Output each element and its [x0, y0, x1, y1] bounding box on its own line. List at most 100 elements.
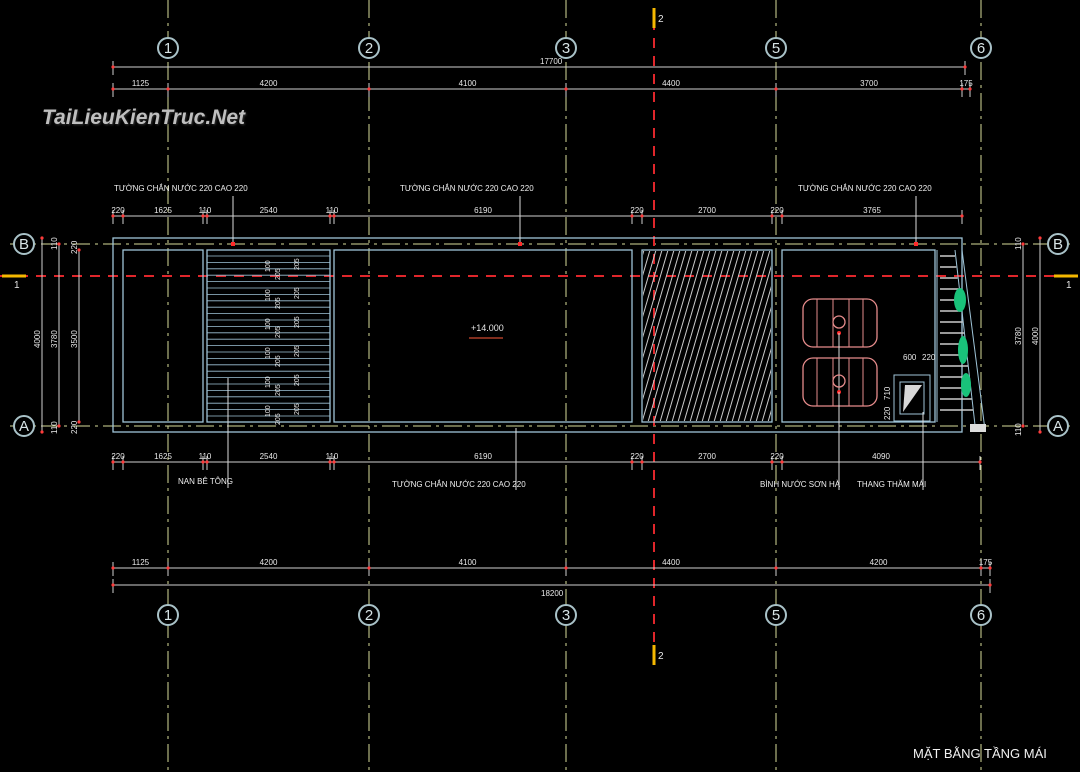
tank-hatch [832, 374, 846, 388]
bottom-grid-dim-2: 4100 [459, 558, 477, 567]
bottom-grid-dim-4: 4200 [870, 558, 888, 567]
slat-dim-205b: 205 [294, 258, 301, 270]
hatched-area [641, 249, 773, 423]
water-tank [802, 357, 878, 490]
slat-dim-205b: 205 [294, 316, 301, 328]
hatch-line [725, 265, 771, 421]
hatch-line [780, 250, 830, 422]
top-room-dim-4: 110 [326, 206, 339, 215]
grid-bubble [765, 604, 787, 626]
slat-dim-205b: 205 [294, 374, 301, 386]
top-room-dim-9: 3765 [863, 206, 881, 215]
grid-bubble [555, 37, 577, 59]
bottom-grid-dim-0: 1125 [132, 558, 150, 567]
bottom-grid-dim-1: 4200 [260, 558, 278, 567]
room-3 [333, 249, 633, 423]
slat-dim-100: 100 [265, 318, 272, 330]
ladder-base [970, 424, 986, 432]
sloped-wall [961, 249, 986, 431]
grid-marker-2: 2 [358, 37, 380, 59]
hatch-line [683, 251, 735, 421]
grid-label: A [19, 418, 29, 435]
elevation-mark: +14.000 [471, 323, 504, 333]
dim-marker [770, 214, 774, 218]
side-dim-left-110: 110 [50, 237, 59, 250]
plant [958, 336, 968, 364]
hatch-line [695, 251, 747, 421]
slat-area [206, 249, 331, 423]
top-room-dim-7: 2700 [698, 206, 716, 215]
bottom-room-dim-9: 4090 [872, 452, 890, 461]
grid-bubble [1047, 415, 1069, 437]
hatch-box-dim-600: 600 [903, 353, 917, 362]
dim-marker [121, 214, 125, 218]
side-dim-right-110b: 110 [1014, 423, 1023, 436]
grid-marker-B: B [13, 233, 35, 255]
slat-dim-205: 205 [275, 268, 282, 280]
leader-dot [518, 242, 522, 246]
section-label-1: 1 [14, 280, 20, 291]
dim-marker [121, 460, 125, 464]
side-dim-left-4000: 4000 [33, 330, 42, 348]
grid-marker-1: 1 [157, 37, 179, 59]
bottom-room-dim-4: 110 [326, 452, 339, 461]
hatch-line [643, 251, 657, 297]
grid-marker-3: 3 [555, 37, 577, 59]
grid-bubble [358, 604, 380, 626]
plant [961, 373, 971, 397]
slat-dimension-texts: 1002052051002052051002052051002052051002… [265, 258, 301, 425]
bottom-overall-dim: 18200 [541, 589, 564, 598]
bottom-room-dim-5: 6190 [474, 452, 492, 461]
drawing-title: MẶT BẰNG TẦNG MÁI [913, 746, 1047, 761]
hatch-line [653, 251, 705, 421]
plant [954, 288, 966, 312]
label-wall-top-1: TƯỜNG CHẮN NƯỚC 220 CAO 220 [114, 184, 248, 193]
grid-bubble [970, 37, 992, 59]
tank-body [802, 298, 878, 348]
side-dim-left-3780: 3780 [50, 330, 59, 348]
dim-marker [963, 65, 967, 69]
dim-marker [1021, 424, 1025, 428]
dim-marker [111, 583, 115, 587]
hatch-box-outer [893, 374, 931, 422]
hatch-line [719, 251, 771, 421]
dim-marker [77, 420, 81, 424]
grid-label: 6 [977, 40, 985, 57]
bottom-room-dim-2: 110 [199, 452, 212, 461]
dim-marker [40, 430, 44, 434]
hatch-pattern [643, 250, 830, 422]
dim-marker [640, 214, 644, 218]
hatch-line [643, 251, 675, 359]
section-label-2: 2 [658, 651, 664, 662]
dim-marker [166, 87, 170, 91]
grid-bubble [970, 604, 992, 626]
grid-label: 3 [562, 40, 570, 57]
dim-marker [774, 566, 778, 570]
leader-dot [231, 242, 235, 246]
bottom-grid-dim-5: 175 [979, 558, 993, 567]
grid-label: 1 [164, 40, 172, 57]
grid-bubble [13, 415, 35, 437]
side-dim-left-220: 220 [70, 240, 79, 254]
bottom-room-dim-0: 220 [111, 452, 125, 461]
dim-marker [960, 87, 964, 91]
water-tank [802, 298, 878, 490]
hatch-line [749, 347, 771, 421]
label-wall-top-3: TƯỜNG CHẮN NƯỚC 220 CAO 220 [798, 184, 932, 193]
top-grid-dim-2: 4100 [459, 79, 477, 88]
hatch-line [713, 251, 765, 421]
slat-dim-205: 205 [275, 326, 282, 338]
top-room-dim-3: 2540 [260, 206, 278, 215]
bottom-room-dim-1: 1625 [154, 452, 172, 461]
dim-marker [166, 566, 170, 570]
hatch-line [755, 368, 771, 421]
hatch-line [643, 251, 693, 421]
side-dim-right-110: 110 [1014, 237, 1023, 250]
room-1 [122, 249, 204, 423]
top-room-dim-6: 220 [630, 206, 644, 215]
slat-dim-205b: 205 [294, 403, 301, 415]
slat-dim-205b: 205 [294, 345, 301, 357]
dim-marker [111, 87, 115, 91]
grid-marker-6: 6 [970, 37, 992, 59]
dim-marker [780, 214, 784, 218]
